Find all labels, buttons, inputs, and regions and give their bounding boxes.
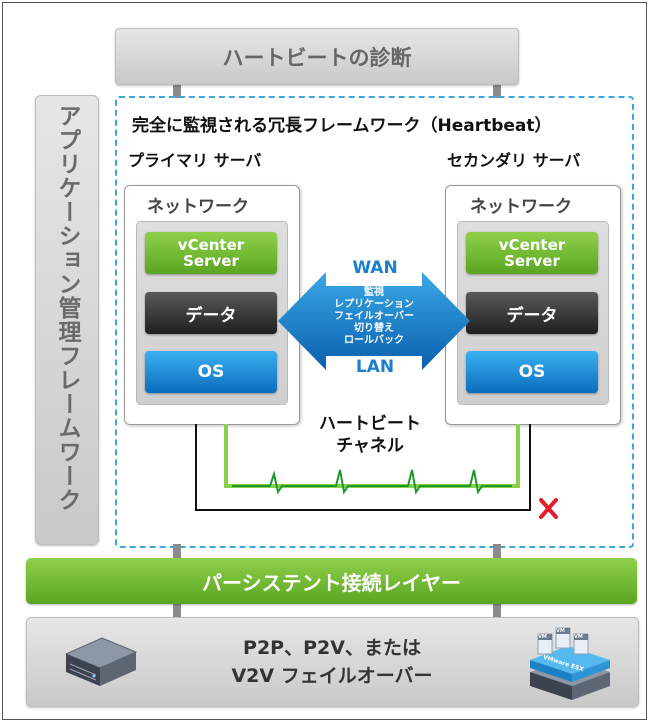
secondary-os-label: OS	[518, 362, 546, 382]
primary-os-label: OS	[197, 362, 225, 382]
top-connector-right	[493, 82, 501, 98]
mid-connector-left	[173, 544, 181, 560]
heartbeat-pulse-waveform	[232, 469, 512, 495]
primary-data-label: データ	[185, 305, 237, 326]
mid-connector-right	[493, 544, 501, 560]
heartbeat-channel-line1: ハートビート	[319, 414, 421, 434]
wan-label: WAN	[352, 258, 398, 278]
primary-vcenter-line2: Server	[183, 252, 239, 270]
heartbeat-diagnosis-bar: ハートビートの診断	[115, 28, 519, 85]
secondary-data-label: データ	[506, 305, 558, 326]
lan-label: LAN	[355, 357, 395, 377]
primary-data-layer: データ	[145, 292, 277, 334]
physical-server-icon	[64, 637, 138, 686]
vm-tag-1: VM	[538, 634, 547, 640]
secondary-vcenter-layer: vCenter Server	[466, 232, 598, 274]
function-monitor: 監視	[364, 287, 384, 298]
function-failover: フェイルオーバー	[334, 311, 414, 322]
failover-types-line1: P2P、P2V、または	[243, 637, 421, 659]
secondary-server-title: セカンダリ サーバ	[447, 151, 581, 170]
persistent-connection-layer: パーシステント接続レイヤー	[26, 558, 637, 604]
heartbeat-channel-label: ハートビート チャネル	[300, 413, 440, 457]
redundant-framework-title: 完全に監視される冗長フレームワーク（Heartbeat）	[132, 116, 552, 136]
low-connector-left	[173, 603, 181, 619]
vm-tag-3: VM	[574, 634, 583, 640]
failure-x-icon	[539, 498, 558, 519]
vm-tag-2: VM	[556, 628, 565, 634]
link-functions-list: 監視 レプリケーション フェイルオーバー 切り替え ロールバック	[318, 287, 430, 347]
failover-types-text: P2P、P2V、または V2V フェイルオーバー	[202, 634, 462, 690]
primary-vcenter-layer: vCenter Server	[145, 232, 277, 274]
secondary-os-layer: OS	[466, 351, 598, 393]
function-rollback: ロールバック	[344, 335, 404, 346]
low-connector-right	[493, 603, 501, 619]
top-connector-left	[173, 82, 181, 98]
heartbeat-diagnosis-title: ハートビートの診断	[222, 45, 412, 70]
black-link-line	[195, 424, 531, 511]
redundant-framework-box	[115, 96, 634, 548]
secondary-vcenter-line1: vCenter	[498, 236, 566, 254]
heartbeat-channel-line2: チャネル	[336, 436, 404, 456]
secondary-data-layer: データ	[466, 292, 598, 334]
esx-host-icon	[530, 627, 610, 700]
persistent-connection-label: パーシステント接続レイヤー	[202, 570, 461, 595]
function-switchover: 切り替え	[354, 323, 394, 334]
application-management-framework-bar: アプリケーション管理フレームワーク	[35, 95, 99, 545]
secondary-network-label: ネットワーク	[470, 197, 572, 217]
secondary-vcenter-line2: Server	[504, 252, 560, 270]
function-replication: レプリケーション	[334, 299, 414, 310]
primary-network-label: ネットワーク	[147, 197, 249, 217]
primary-vcenter-line1: vCenter	[177, 236, 245, 254]
failover-types-line2: V2V フェイルオーバー	[231, 665, 433, 687]
primary-server-title: プライマリ サーバ	[128, 151, 262, 170]
application-management-framework-label: アプリケーション管理フレームワーク	[54, 104, 80, 512]
primary-os-layer: OS	[145, 351, 277, 393]
replication-link-arrow	[278, 272, 470, 370]
